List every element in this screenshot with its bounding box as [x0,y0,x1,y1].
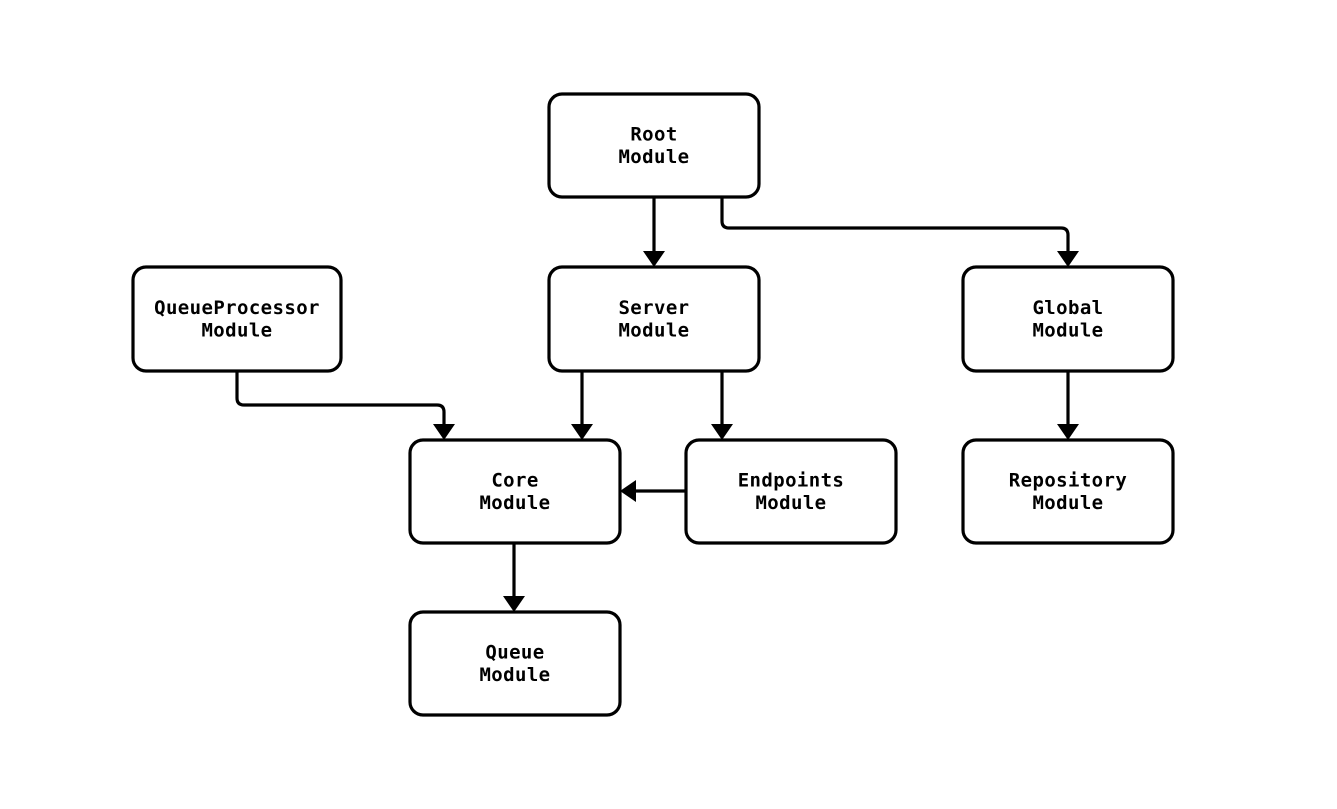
node-label-line1: Root [630,123,677,145]
edge-line [235,371,446,425]
node-label-line2: Module [755,491,826,513]
node-label-line1: Repository [1009,469,1127,491]
node-box[interactable] [131,265,343,373]
arrowhead-icon [643,251,665,267]
node-label-line2: Module [618,145,689,167]
edge-global-to-repository [1057,371,1079,440]
node-label-line2: Module [618,319,689,341]
edge-line [720,197,1070,252]
edge-queueprocessor-to-core [235,371,455,440]
node-label-line2: Module [1032,491,1103,513]
arrowhead-icon [1057,251,1079,267]
node-box[interactable] [684,438,898,545]
node-box[interactable] [408,610,622,717]
node-box[interactable] [408,438,622,545]
node-box[interactable] [961,438,1175,545]
node-label-line1: Queue [485,641,544,663]
edge-endpoints-to-core [620,480,686,502]
node-label-line2: Module [1032,319,1103,341]
edge-core-to-queue [503,543,525,612]
arrowhead-icon [1057,424,1079,440]
edge-root-to-global [720,197,1079,267]
node-label-line2: Module [201,319,272,341]
arrowhead-icon [503,596,525,612]
node-label-line2: Module [479,491,550,513]
node-label-line1: Core [491,469,538,491]
node-label-line1: Server [618,296,689,318]
edges-layer [235,197,1079,612]
node-label-line1: QueueProcessor [154,296,320,318]
node-label-line1: Global [1032,296,1103,318]
edge-root-to-server [643,197,665,267]
edge-server-to-endpoints [711,371,733,440]
arrowhead-icon [620,480,636,502]
node-box[interactable] [547,92,761,199]
node-box[interactable] [547,265,761,373]
arrowhead-icon [711,424,733,440]
arrowhead-icon [433,424,455,440]
node-label-line2: Module [479,663,550,685]
node-box[interactable] [961,265,1175,373]
arrowhead-icon [571,424,593,440]
node-label-line1: Endpoints [738,469,845,491]
edge-server-to-core [571,371,593,440]
